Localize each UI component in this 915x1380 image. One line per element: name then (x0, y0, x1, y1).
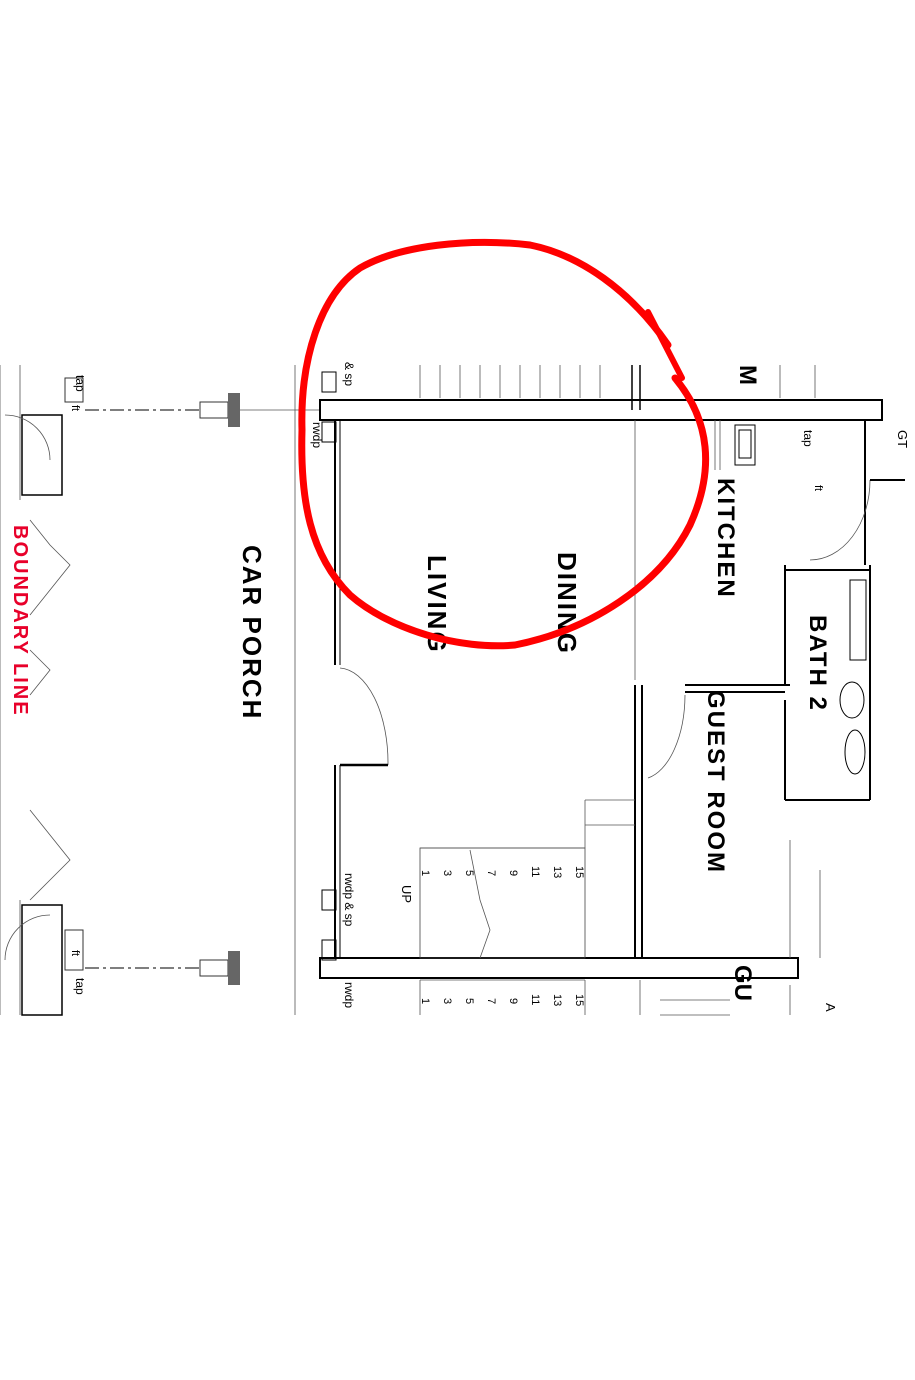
stair-number: 11 (529, 994, 541, 1005)
sp-label-top: & sp (342, 362, 356, 386)
tap-label-bottom-left: tap (73, 978, 87, 995)
stair-number: 15 (573, 866, 585, 878)
ft-label-bottom-left: ft (69, 950, 81, 956)
red-annotation-tail (645, 309, 685, 381)
boundary-line-label: BOUNDARY LINE (9, 525, 31, 717)
upper-stair-lines (419, 365, 601, 398)
stair-number: 3 (441, 870, 453, 876)
room-label-dining: DINING (552, 552, 582, 655)
room-label-guest-room: GUEST ROOM (702, 690, 729, 874)
stair-number: 9 (507, 998, 519, 1004)
red-annotation-circle (298, 238, 710, 650)
rwdp-sp-label: rwdp & sp (342, 873, 356, 927)
lower-stair-block (419, 799, 635, 1015)
stair-number: 1 (419, 998, 431, 1004)
stair-number: 5 (463, 998, 475, 1004)
stair-numbers-upper: 1 3 5 7 9 11 13 15 (419, 866, 585, 878)
stair-number: 1 (419, 870, 431, 876)
stair-number: 13 (551, 866, 563, 878)
room-label-partial-top: M (734, 365, 761, 385)
plan-linework (0, 365, 905, 1016)
tap-label-top-left: tap (73, 375, 87, 392)
stair-number: 13 (551, 994, 563, 1006)
stair-number: 9 (507, 870, 519, 876)
stair-number: 11 (529, 866, 541, 877)
room-label-car-porch: CAR PORCH (237, 545, 267, 720)
stair-number: 5 (463, 870, 475, 876)
stair-number: 7 (485, 870, 497, 876)
stair-number: 7 (485, 998, 497, 1004)
room-label-bath-2: BATH 2 (804, 615, 831, 712)
partial-a-label: A (823, 1003, 838, 1012)
up-label: UP (399, 885, 414, 903)
ft-label-kitchen: ft (812, 485, 824, 491)
stair-number: 3 (441, 998, 453, 1004)
stair-number: 15 (573, 994, 585, 1006)
stair-numbers-lower: 1 3 5 7 9 11 13 15 (419, 994, 585, 1006)
room-label-partial-bottom: GU (729, 965, 756, 1001)
ft-label-top-left: ft (69, 405, 81, 411)
room-label-kitchen: KITCHEN (712, 478, 739, 599)
rwdp-label-top: rwdp (310, 422, 324, 448)
gt-label: GT (895, 430, 910, 448)
tap-label-kitchen: tap (801, 430, 815, 447)
rwdp-label-bottom: rwdp (342, 982, 356, 1008)
